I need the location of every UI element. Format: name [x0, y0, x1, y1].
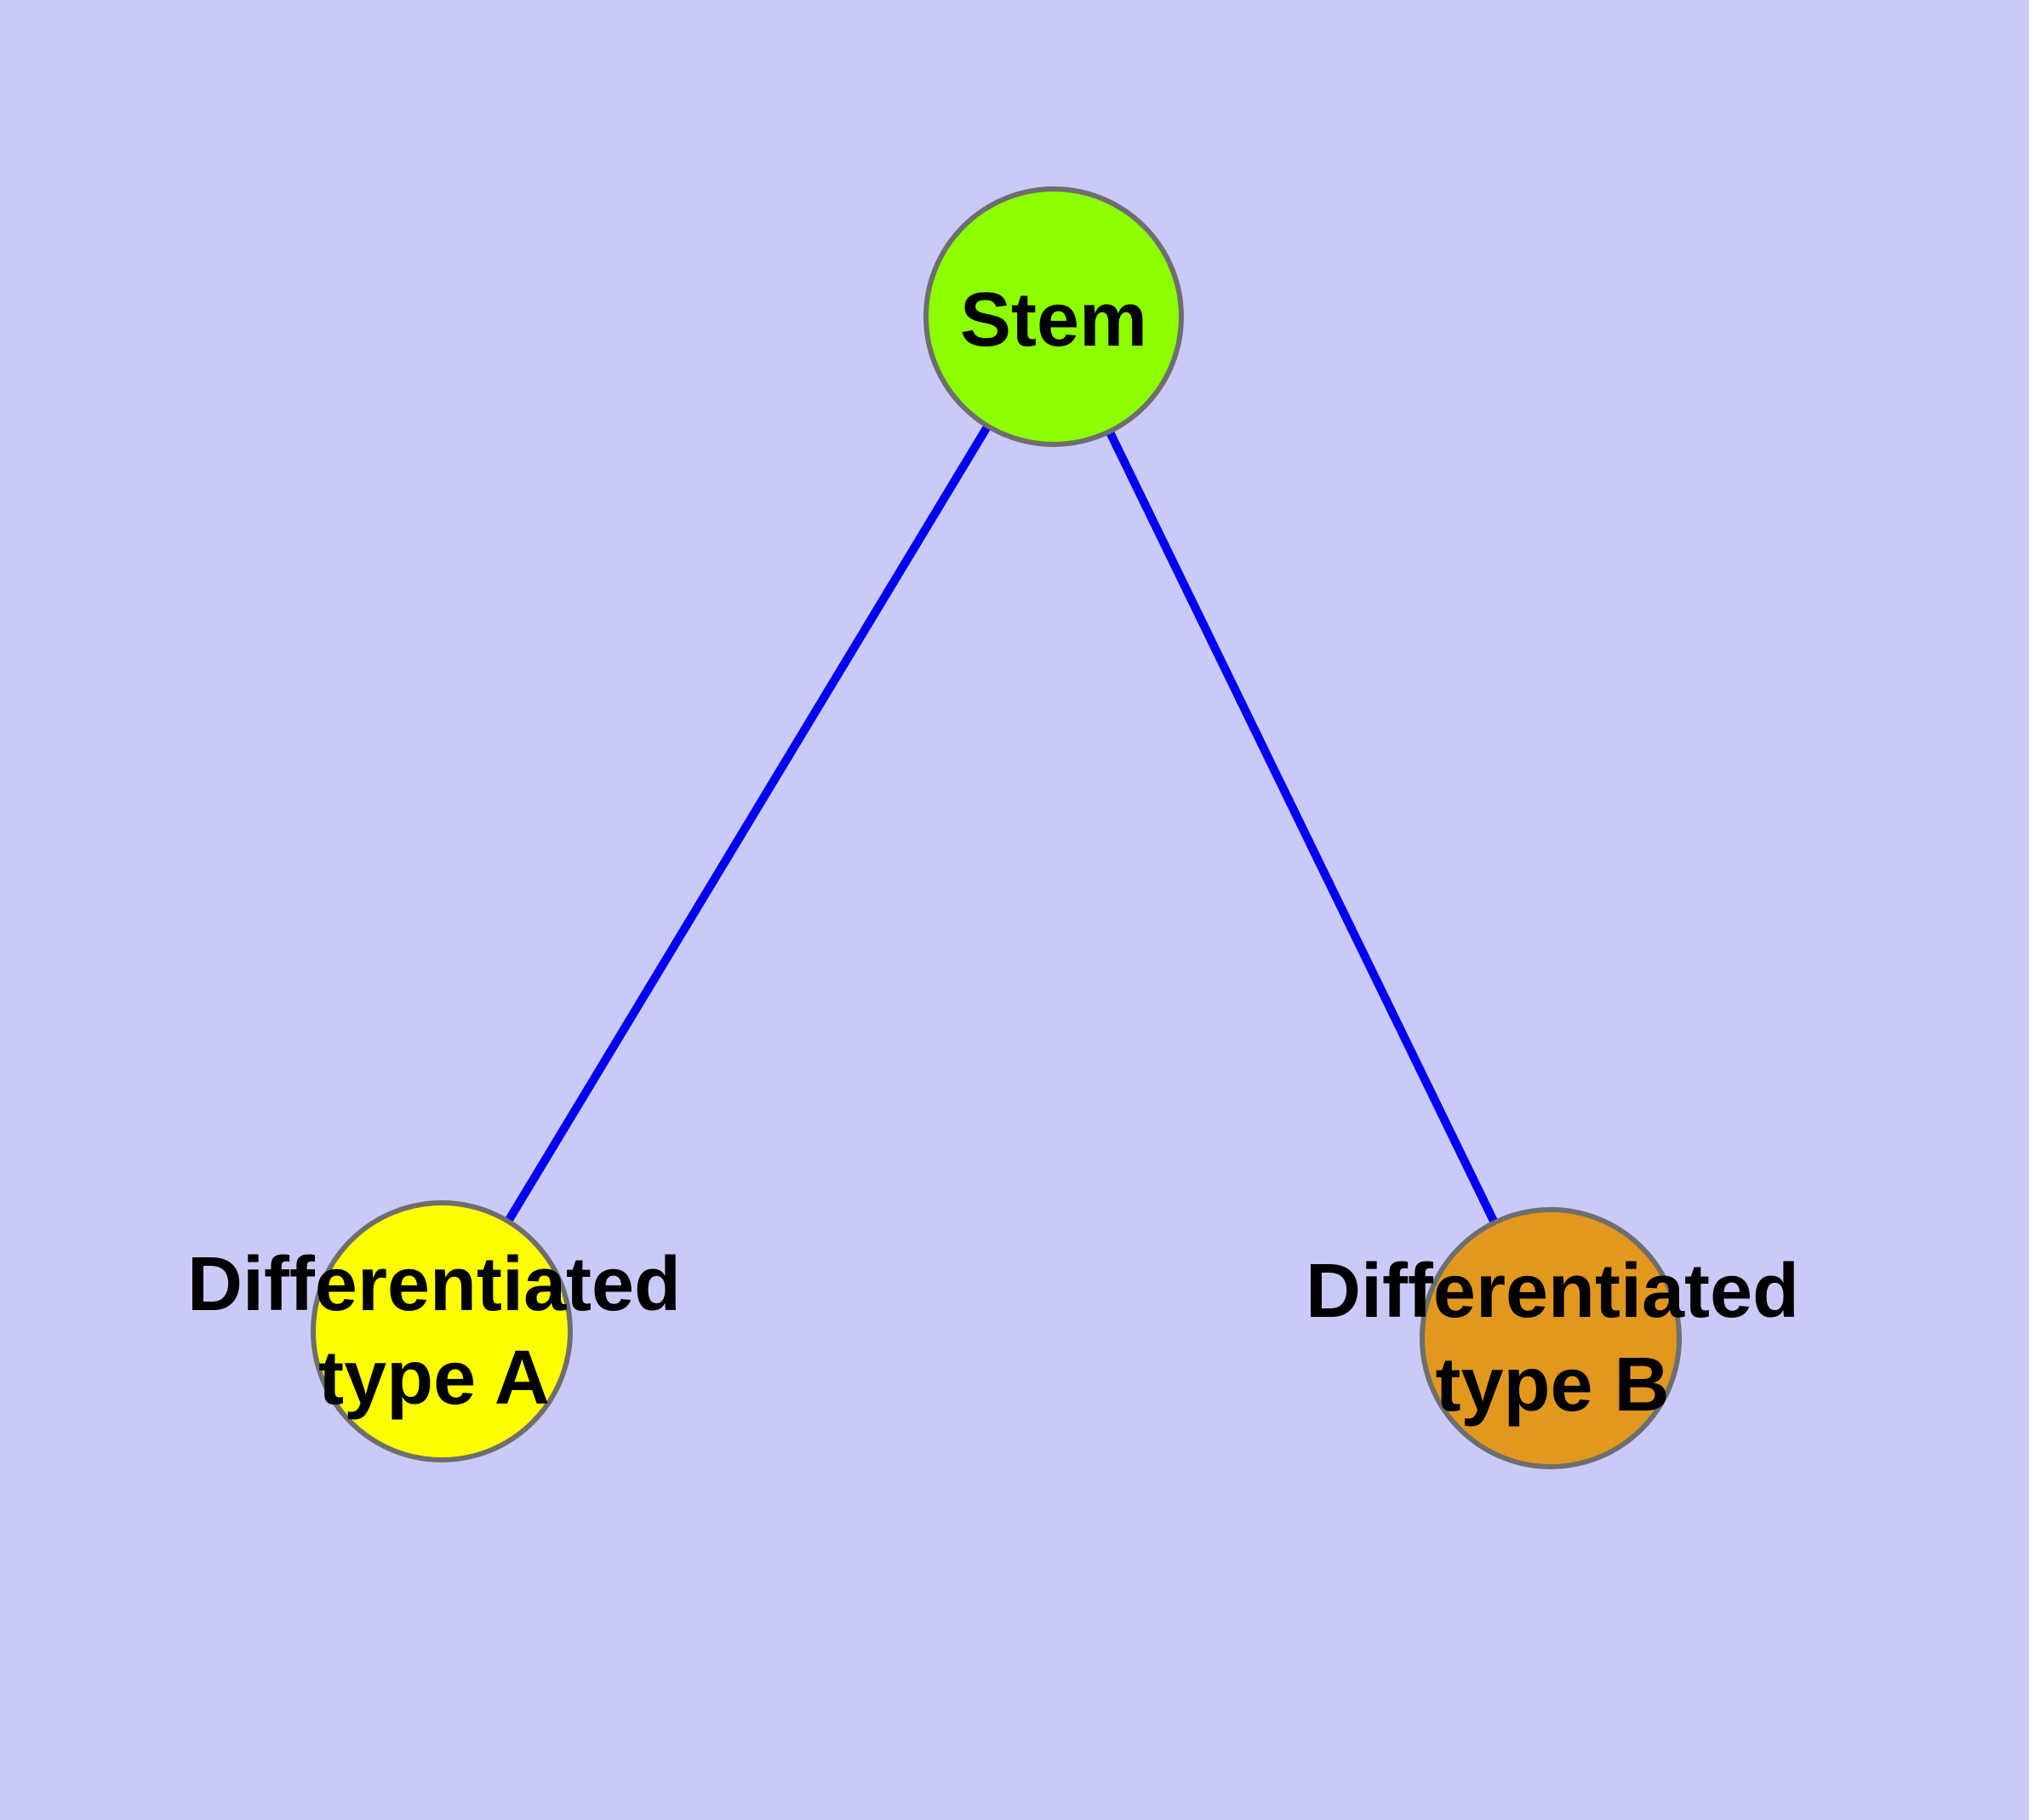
edge-stem-to-type-a: [437, 312, 1058, 1336]
node-type-a-label-line-2: type A: [318, 1336, 550, 1421]
node-type-b-label-line-2: type B: [1435, 1342, 1669, 1428]
node-differentiated-type-b: [1420, 1207, 1682, 1469]
node-differentiated-type-a: [311, 1200, 573, 1462]
node-type-b-label-line-1: Differentiated: [1306, 1249, 1799, 1334]
node-stem: [923, 186, 1184, 447]
node-stem-label: Stem: [960, 278, 1147, 363]
node-type-a-label-line-1: Differentiated: [187, 1242, 681, 1327]
edge-stem-to-type-b: [1049, 312, 1555, 1342]
